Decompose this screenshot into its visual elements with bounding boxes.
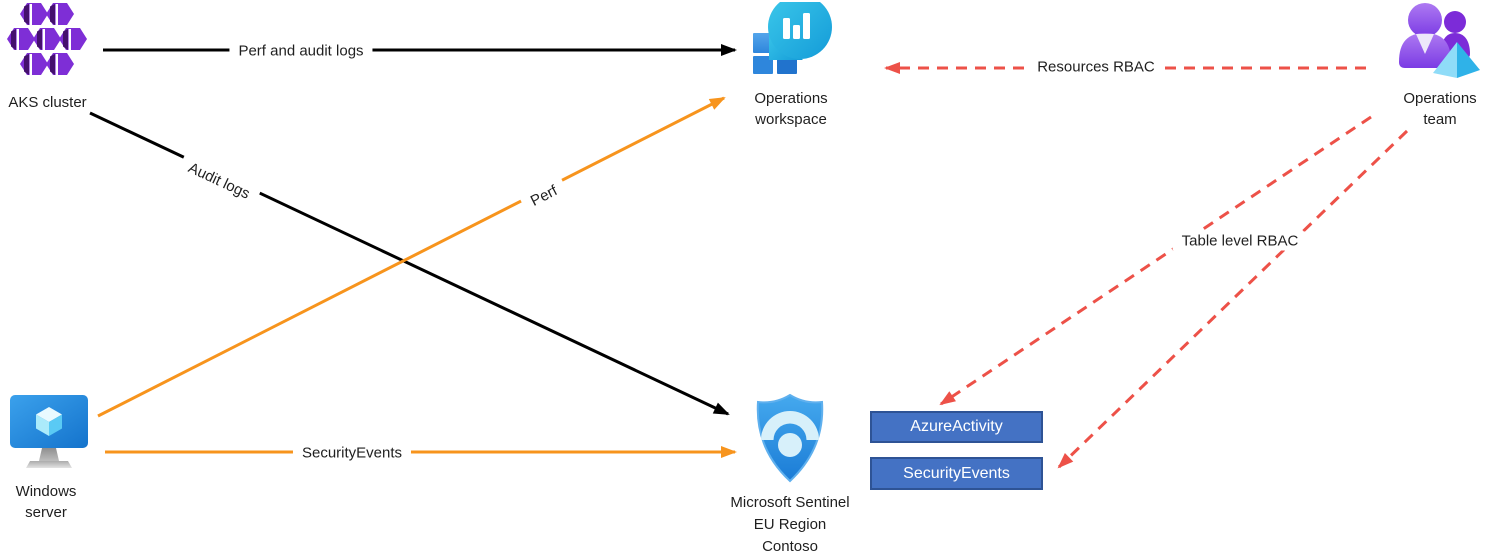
table-rbac-arrow-azureactivity xyxy=(939,115,1372,406)
perf-and-audit-logs-label: Perf and audit logs xyxy=(229,41,373,61)
azure-activity-table-box: AzureActivity xyxy=(870,411,1043,443)
security-events-table-label: SecurityEvents xyxy=(903,464,1010,482)
operations-workspace-label-line2: workspace xyxy=(755,111,827,128)
operations-workspace-label-line1: Operations xyxy=(754,90,828,107)
windows-server-label-line2: server xyxy=(25,504,67,521)
aks-cluster-label-text: AKS cluster xyxy=(8,94,87,111)
table-level-rbac-label: Table level RBAC xyxy=(1172,231,1308,251)
operations-team-label: Operations team xyxy=(1382,88,1487,130)
perf-arrow xyxy=(97,96,726,418)
sentinel-label-line2: EU Region xyxy=(753,516,827,533)
operations-team-icon xyxy=(1396,2,1486,89)
operations-team-label-line1: Operations xyxy=(1403,90,1477,107)
sentinel-shield-icon xyxy=(748,388,833,488)
security-events-label: SecurityEvents xyxy=(292,443,412,463)
log-analytics-workspace-icon xyxy=(745,0,833,82)
operations-team-label-line2: team xyxy=(1423,111,1457,128)
windows-server-label-line1: Windows xyxy=(15,483,77,500)
resources-rbac-label: Resources RBAC xyxy=(1028,57,1164,77)
aks-cluster-label: AKS cluster xyxy=(0,92,95,113)
windows-server-icon xyxy=(5,390,93,480)
sentinel-label-line3: Contoso xyxy=(762,538,818,555)
windows-server-label: Windows server xyxy=(0,481,92,523)
security-events-table-box: SecurityEvents xyxy=(870,457,1043,490)
azure-activity-table-label: AzureActivity xyxy=(910,418,1003,435)
sentinel-label-line1: Microsoft Sentinel xyxy=(730,494,850,511)
operations-workspace-label: Operations workspace xyxy=(731,88,851,130)
aks-cluster-icon xyxy=(5,0,93,85)
table-rbac-arrow-securityevents xyxy=(1057,129,1409,469)
